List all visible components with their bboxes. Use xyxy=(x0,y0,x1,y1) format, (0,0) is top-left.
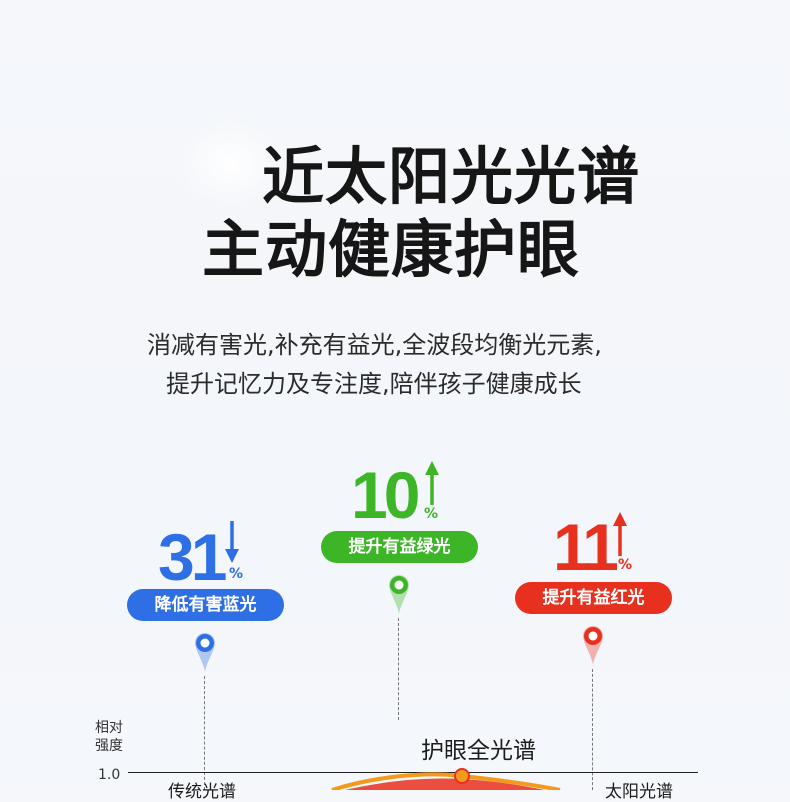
stat-red-unit: % xyxy=(618,557,633,573)
stat-red-label: 提升有益红光 xyxy=(515,582,672,614)
stat-blue-value: 31 xyxy=(158,520,227,594)
stat-green-label: 提升有益绿光 xyxy=(321,531,478,563)
stat-red-value: 11 xyxy=(553,510,619,584)
location-pin-icon xyxy=(583,626,603,666)
chart-top-line xyxy=(128,772,698,773)
subtext-line-1: 消减有害光,补充有益光,全波段均衡光元素, xyxy=(147,331,602,359)
subtext-line-2: 提升记忆力及专注度,陪伴孩子健康成长 xyxy=(166,370,582,398)
arrow-up-icon xyxy=(613,512,627,556)
location-pin-icon xyxy=(389,575,409,615)
stat-green-value: 10 xyxy=(351,458,420,532)
y-axis-tick: 1.0 xyxy=(98,767,121,783)
stat-green-unit: % xyxy=(424,506,439,522)
stat-blue-guide-line xyxy=(204,676,205,790)
stat-blue-label: 降低有害蓝光 xyxy=(127,589,284,621)
arrow-up-icon xyxy=(425,461,439,505)
y-axis-label-line-2: 强度 xyxy=(95,738,123,755)
headline-line-1: 近太阳光光谱 xyxy=(262,140,641,213)
headline-line-2: 主动健康护眼 xyxy=(202,213,581,286)
y-axis-label: 相对 强度 xyxy=(95,719,123,755)
arrow-down-icon xyxy=(225,521,239,563)
chart-title: 护眼全光谱 xyxy=(421,738,536,764)
location-pin-icon xyxy=(195,633,215,673)
stat-blue-unit: % xyxy=(229,566,244,582)
stat-green-guide-line xyxy=(398,618,399,720)
y-axis-label-line-1: 相对 xyxy=(95,720,123,736)
stat-red-guide-line xyxy=(592,669,593,790)
title-glow xyxy=(175,118,285,208)
